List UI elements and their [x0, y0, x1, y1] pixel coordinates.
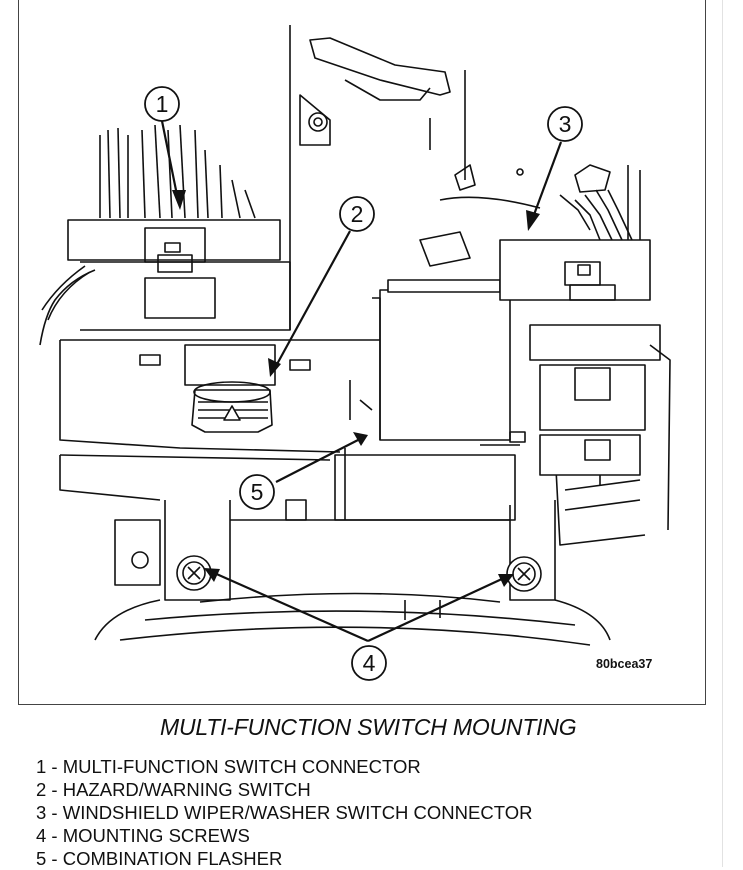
leader-lines — [160, 120, 563, 643]
callout-1: 1 — [156, 91, 169, 117]
mounting-screws — [176, 555, 542, 592]
connector-3-harness — [499, 164, 671, 531]
image-code: 80bcea37 — [596, 657, 653, 671]
figure-title: MULTI-FUNCTION SWITCH MOUNTING — [160, 714, 577, 740]
combination-flasher — [334, 279, 526, 521]
legend-item: 1 - MULTI-FUNCTION SWITCH CONNECTOR — [36, 756, 421, 777]
connector-1-harness — [39, 124, 291, 346]
legend-item: 5 - COMBINATION FLASHER — [36, 848, 283, 869]
steering-wheel-base — [94, 592, 611, 646]
callout-5: 5 — [251, 479, 264, 505]
arrowheads — [172, 190, 540, 587]
callout-circles — [144, 86, 583, 681]
hazard-switch — [191, 381, 273, 433]
legend-item: 3 - WINDSHIELD WIPER/WASHER SWITCH CONNE… — [36, 802, 533, 823]
callout-4: 4 — [363, 650, 376, 676]
legend: 1 - MULTI-FUNCTION SWITCH CONNECTOR 2 - … — [36, 755, 532, 870]
legend-item: 4 - MOUNTING SCREWS — [36, 825, 250, 846]
callout-2: 2 — [351, 201, 364, 227]
page-edge-line — [722, 0, 723, 867]
callout-3: 3 — [559, 111, 572, 137]
legend-item: 2 - HAZARD/WARNING SWITCH — [36, 779, 311, 800]
